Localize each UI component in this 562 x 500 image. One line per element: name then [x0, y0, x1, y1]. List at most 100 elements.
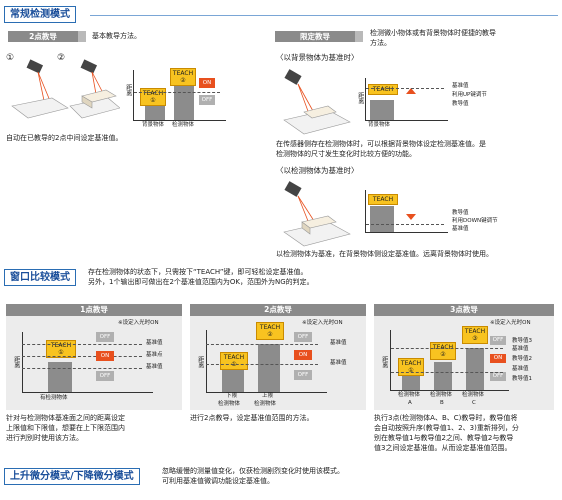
- bar-object-b: [434, 362, 452, 390]
- p3-caption-1: 执行3点(检测物体A、B、C)教导时，教导值将: [374, 414, 518, 422]
- bar-lower-object: [222, 364, 244, 392]
- x-label-a1: 检测物体: [398, 392, 421, 398]
- chart-axis: [365, 190, 448, 233]
- updown-desc-2: 可利用基准值微调功能设定基准值。: [162, 477, 274, 485]
- x-label-c1: 检测物体: [462, 392, 485, 398]
- two-point-desc: 基本教导方法。: [92, 32, 141, 40]
- p3-caption-2: 会自动按照升序(教导值1、2、3)重新排列，分: [374, 424, 519, 432]
- up-arrow-icon: [406, 88, 416, 94]
- chart-axis: [206, 330, 327, 393]
- panel-note: ※设定入光时ON: [490, 320, 531, 326]
- label-teach-value: 教导值: [452, 210, 469, 216]
- off-indicator: OFF: [199, 95, 215, 105]
- limit-caption-2: 以检测物体为基准，在背景物体侧设定基准值。远离背景物体时使用。: [276, 250, 493, 258]
- label-upper: 基准值: [512, 346, 529, 352]
- tag-accent: [78, 31, 86, 42]
- label-threshold: 基准值: [452, 83, 469, 89]
- lower-threshold: [206, 364, 318, 365]
- threshold-line: [366, 224, 444, 225]
- label-upper: 基准值: [146, 340, 163, 346]
- window-desc-2: 另外，1个输出即可做出在2个基准值范围内为OK，范围外为NG的判定。: [88, 278, 314, 286]
- bar-object-a: [402, 374, 420, 390]
- label-upper: 基准值: [330, 340, 347, 346]
- bar-object-c: [466, 348, 484, 390]
- bar-object: [48, 362, 72, 392]
- chart-axis: [133, 70, 226, 121]
- window-desc-1: 存在检测物体的状态下，只需按下“TEACH”键，即可轻松设定基准值。: [88, 268, 308, 276]
- x-label-b1: 检测物体: [430, 392, 453, 398]
- axis-label-distance: 距离: [12, 356, 20, 368]
- off-indicator: OFF: [96, 371, 114, 381]
- sensor-illustration-b: [283, 181, 351, 247]
- off-indicator: OFF: [490, 336, 506, 345]
- p1-caption-1: 针对与检测物体基准面之间的距离设定: [6, 414, 125, 422]
- updown-desc-1: 忽略缓慢的测量值变化，仅获检测剧烈变化时使用该模式。: [162, 467, 344, 475]
- panel-header: 1点教导: [6, 304, 182, 316]
- x-label-lower-b: 检测物体: [218, 401, 241, 407]
- axis-label-distance: 距离: [196, 356, 204, 368]
- sensor-illustration: [11, 59, 120, 119]
- x-label-object: 检测物体: [172, 122, 195, 128]
- section-title-normal: 常规检测模式: [4, 6, 76, 23]
- limit-caption-1b: 检测物体的尺寸发生变化时比较方便的功能。: [276, 150, 416, 158]
- x-label-background: 背景物体: [142, 122, 165, 128]
- label-teach-1: 教导值1: [512, 376, 532, 382]
- label-up-adjust: 利用UP键调节: [452, 92, 487, 98]
- panel-note: ※设定入光时ON: [302, 320, 343, 326]
- x-label-a2: A: [408, 400, 412, 406]
- p3-caption-4: 值3之间设定基准值。从而设定基准值范围。: [374, 444, 512, 452]
- p1-caption-3: 进行判别时使用该方法。: [6, 434, 83, 442]
- panel-header: 3点教导: [374, 304, 554, 316]
- label-teach-3: 教导值3: [512, 338, 532, 344]
- chart-axis: [22, 332, 153, 393]
- bar-object: [174, 82, 194, 120]
- teach-badge: TEACH: [368, 194, 398, 205]
- off-indicator: OFF: [490, 372, 506, 381]
- two-point-caption: 自动在已教导的2点中间设定基准值。: [6, 134, 123, 142]
- threshold-line: [366, 88, 444, 89]
- off-indicator: OFF: [96, 332, 114, 342]
- lower-threshold: [22, 368, 142, 369]
- label-lower: 基准值: [330, 360, 347, 366]
- divider: [90, 15, 558, 16]
- p2-caption: 进行2点教导，设定基准值范围的方法。: [190, 414, 314, 422]
- on-indicator: ON: [96, 351, 114, 361]
- tag-two-point: 2点教导: [8, 31, 78, 42]
- section-title-window: 窗口比较模式: [4, 269, 76, 286]
- axis-label-distance: 距离: [124, 84, 132, 96]
- threshold-line: [134, 92, 220, 93]
- step-1-label: ①: [6, 53, 15, 63]
- x-label: 有检测物体: [40, 395, 68, 401]
- x-label-c2: C: [472, 400, 476, 406]
- teach-badge: TEACH: [368, 84, 398, 95]
- x-label-b2: B: [440, 400, 444, 406]
- label-teach-2: 教导值2: [512, 356, 532, 362]
- lower-threshold: [391, 372, 503, 373]
- upper-threshold: [391, 348, 503, 349]
- x-label-upper-b: 检测物体: [254, 401, 277, 407]
- off-indicator: OFF: [294, 370, 312, 380]
- x-label-lower-a: 下限: [226, 393, 238, 399]
- tag-accent: [355, 31, 363, 42]
- upper-threshold: [206, 344, 318, 345]
- label-point: 基准点: [146, 352, 163, 358]
- label-down-adjust: 利用DOWN键调节: [452, 218, 498, 224]
- step-2-label: ②: [57, 53, 66, 63]
- down-arrow-icon: [406, 214, 416, 220]
- limit-caption-1a: 在传感器侧存在检测物体时，可以根据背景物体设定检测基准值。是: [276, 140, 486, 148]
- sensor-illustration-a: [283, 69, 351, 135]
- chart-axis: [390, 330, 509, 391]
- p1-caption-2: 上限值和下限值，想要在上下限范围内: [6, 424, 125, 432]
- label-teach-value: 教导值: [452, 101, 469, 107]
- reference-point: [22, 356, 142, 357]
- axis-label-distance: 距离: [356, 92, 364, 104]
- chart-axis: [365, 78, 448, 121]
- limit-desc-1: 检测微小物体或有背景物体时便捷的教导: [370, 29, 496, 37]
- heading-background-ref: 〈以背景物体为基准时〉: [276, 53, 359, 62]
- on-indicator: ON: [199, 78, 215, 88]
